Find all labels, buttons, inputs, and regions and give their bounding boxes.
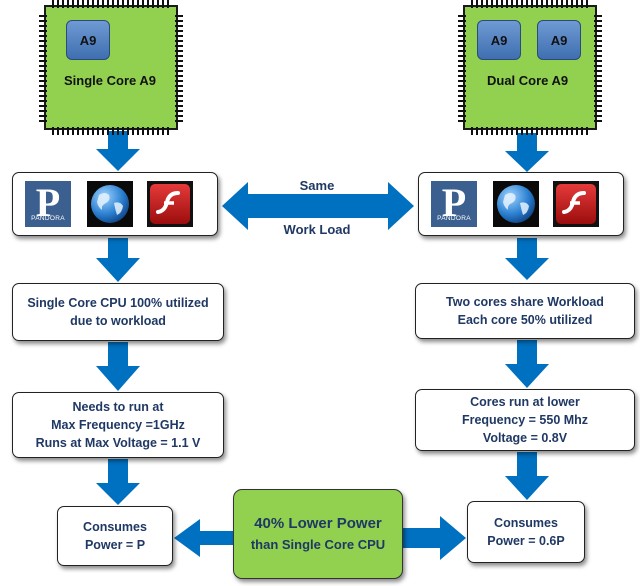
workload-label-bottom: Work Load (283, 222, 351, 237)
chip-label: Dual Core A9 (487, 73, 569, 88)
flash-icon (147, 181, 193, 227)
arrow-down-left-4 (96, 459, 140, 505)
arrow-down-right-2 (505, 238, 549, 280)
core-a9-1: A9 (477, 20, 521, 60)
result-arrow-left (174, 519, 233, 557)
text-line: Power = P (84, 538, 146, 552)
text-line: Power = 0.6P (487, 534, 565, 548)
arrow-down-left-2 (96, 238, 140, 282)
text-line: Consumes (83, 520, 147, 534)
result-line-2: than Single Core CPU (250, 537, 386, 552)
left-utilization-box: Single Core CPU 100% utilized due to wor… (12, 283, 224, 341)
right-utilization-box: Two cores share Workload Each core 50% u… (415, 283, 635, 339)
text-line: Two cores share Workload (446, 295, 604, 309)
text-line: due to workload (70, 314, 166, 328)
pandora-icon: P PANDORA (25, 180, 71, 227)
core-a9: A9 (66, 20, 110, 60)
text-line: Cores run at lower (470, 395, 580, 409)
text-line: Runs at Max Voltage = 1.1 V (35, 436, 201, 450)
text-line: Needs to run at (72, 400, 164, 414)
left-chip: A9 Single Core A9 (44, 5, 178, 130)
right-chip: A9 A9 Dual Core A9 (463, 5, 597, 130)
core-a9-2: A9 (537, 20, 581, 60)
text-line: Frequency = 550 Mhz (461, 413, 589, 427)
text-line: Single Core CPU 100% utilized (27, 296, 209, 310)
globe-icon (87, 181, 133, 227)
right-consumes-box: Consumes Power = 0.6P (467, 501, 585, 563)
chip-label: Single Core A9 (64, 73, 156, 88)
arrow-down-right-1 (505, 133, 549, 172)
arrow-down-right-4 (505, 452, 549, 500)
text-line: Consumes (494, 516, 558, 530)
arrow-down-left-3 (96, 342, 140, 391)
result-line-1: 40% Lower Power (254, 515, 382, 532)
text-line: Each core 50% utilized (457, 313, 593, 327)
result-box: 40% Lower Power than Single Core CPU (233, 489, 403, 579)
text-line: Max Frequency =1GHz (51, 418, 185, 432)
workload-double-arrow (222, 182, 414, 230)
pandora-icon: P PANDORA (431, 180, 477, 227)
right-apps-box: P PANDORA (418, 172, 624, 236)
result-arrow-right (403, 516, 466, 560)
arrow-down-left-1 (96, 131, 140, 171)
left-consumes-box: Consumes Power = P (57, 506, 173, 566)
arrow-down-right-3 (505, 340, 549, 388)
left-apps-box: P PANDORA (12, 172, 218, 236)
workload-label-top: Same (299, 178, 335, 193)
flash-icon (553, 181, 599, 227)
right-frequency-box: Cores run at lower Frequency = 550 Mhz V… (415, 389, 635, 451)
left-frequency-box: Needs to run at Max Frequency =1GHz Runs… (12, 392, 224, 458)
text-line: Voltage = 0.8V (482, 431, 568, 445)
globe-icon (493, 181, 539, 227)
